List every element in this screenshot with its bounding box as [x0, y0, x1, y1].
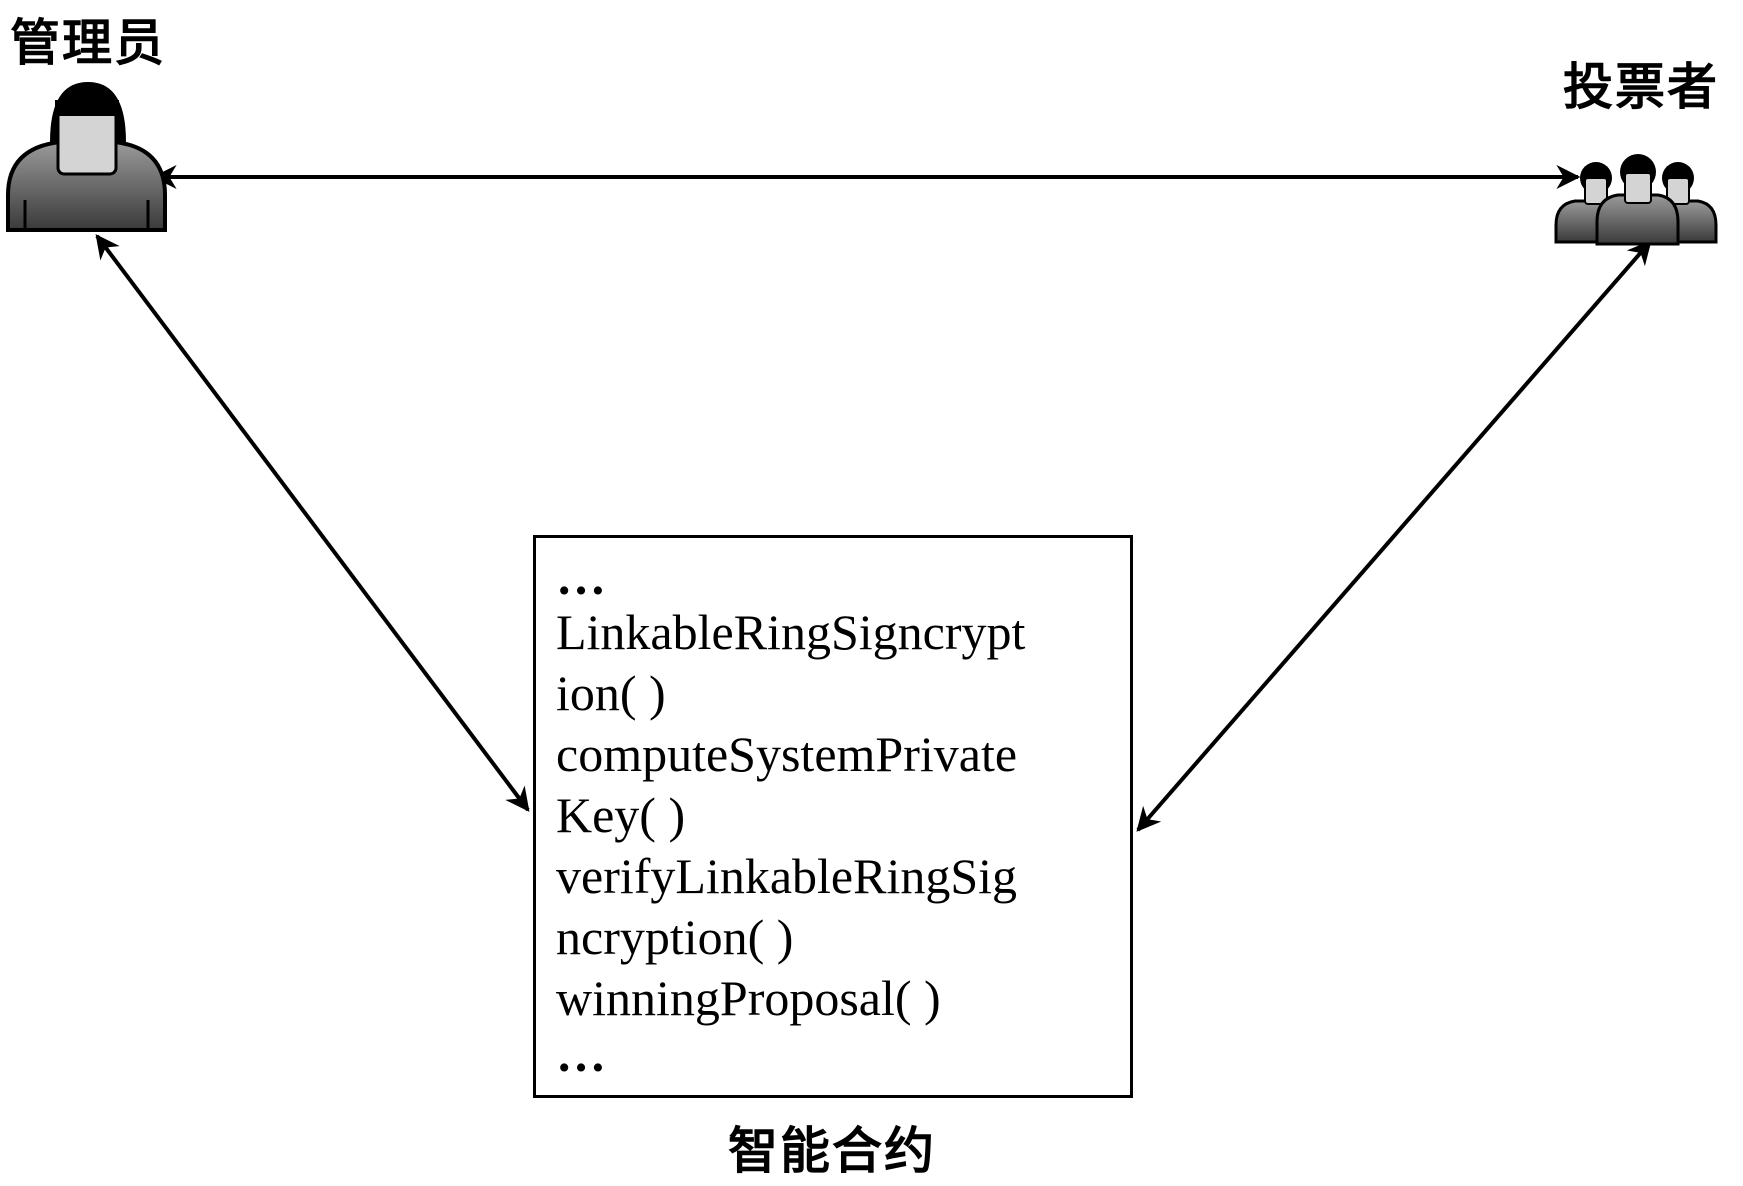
contract-line: verifyLinkableRingSig	[556, 848, 1018, 904]
voter-label: 投票者	[1563, 58, 1719, 116]
single-user-icon	[6, 82, 167, 232]
contract-line: LinkableRingSigncrypt	[556, 604, 1026, 660]
user-group-icon	[1554, 154, 1718, 246]
contract-caption: 智能合约	[728, 1122, 936, 1180]
contract-line: ncryption( )	[556, 909, 794, 965]
contract-line: Key( )	[556, 787, 686, 843]
admin-contract-arrow	[95, 234, 530, 812]
contract-line: winningProposal( )	[556, 970, 941, 1026]
admin-label: 管理员	[10, 14, 166, 72]
voters-contract-arrow	[1136, 240, 1652, 832]
smart-contract-box: … LinkableRingSigncrypt ion( ) computeSy…	[533, 535, 1133, 1098]
contract-line: …	[556, 1026, 608, 1082]
contract-line: …	[556, 549, 608, 605]
contract-line: ion( )	[556, 665, 666, 721]
contract-line: computeSystemPrivate	[556, 726, 1018, 782]
